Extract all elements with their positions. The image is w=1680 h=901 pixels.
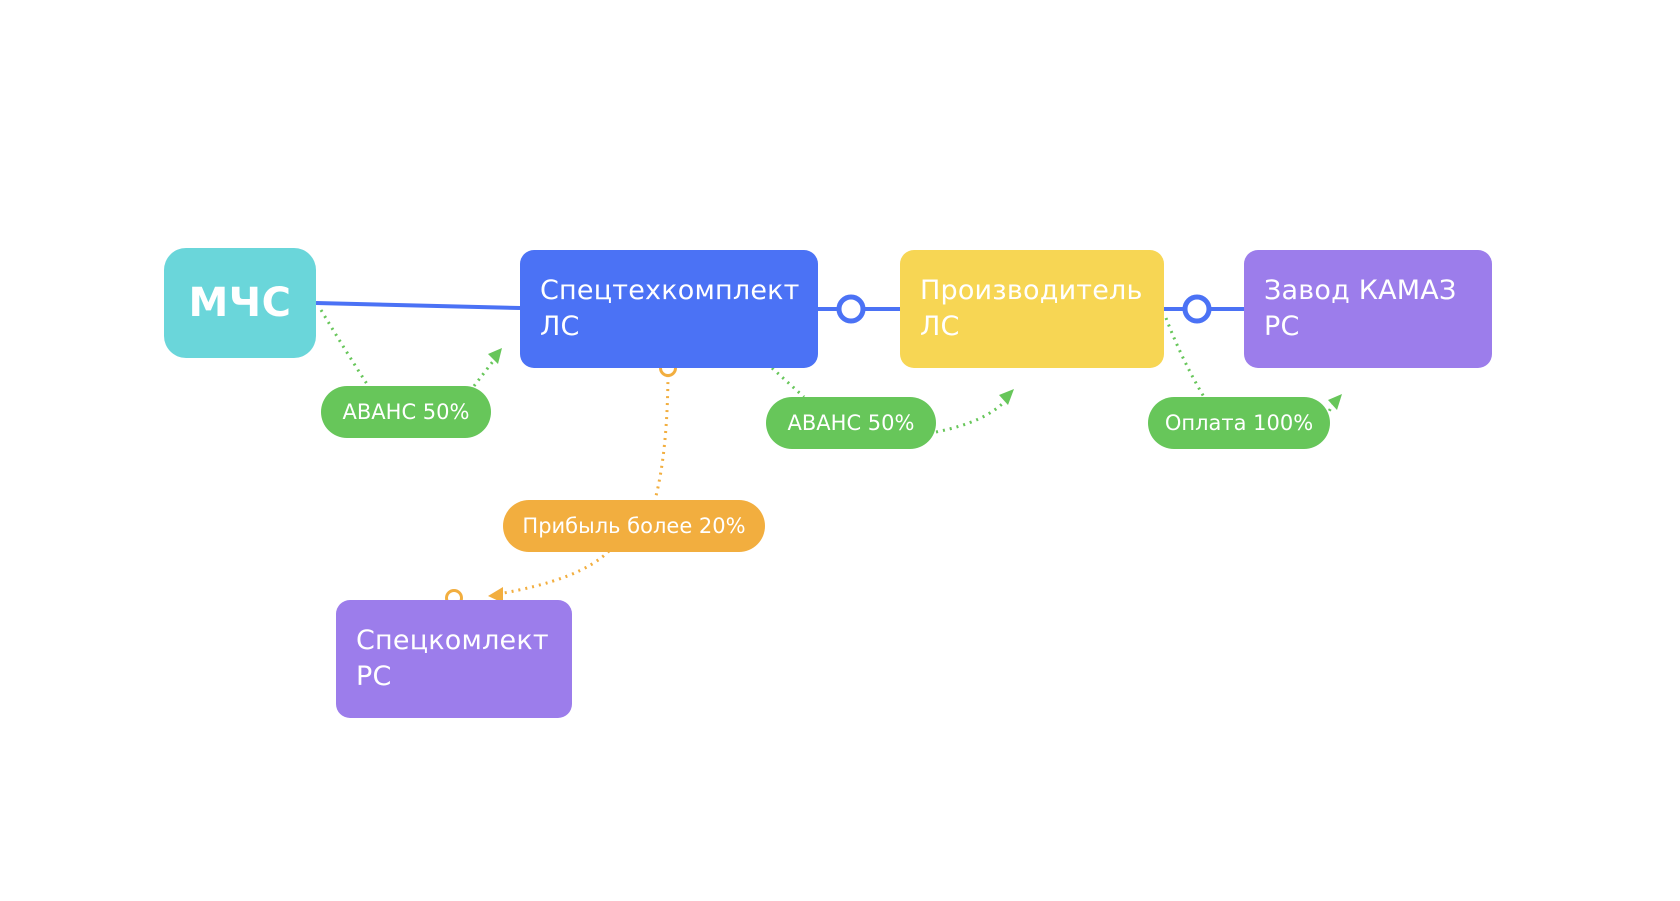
- label-avans-1[interactable]: АВАНС 50%: [321, 386, 491, 438]
- profit-arrow-1: [653, 367, 670, 501]
- connector-handle-1[interactable]: [836, 294, 866, 324]
- payment-arrow-2: [770, 366, 806, 399]
- label-avans-2[interactable]: АВАНС 50%: [766, 397, 936, 449]
- label-pribyl[interactable]: Прибыль более 20%: [503, 500, 765, 552]
- node-proizvoditel-label: Производитель ЛС: [920, 275, 1143, 342]
- arrowhead-1: [488, 348, 502, 364]
- payment-arrow-3: [1164, 317, 1206, 398]
- label-avans-2-text: АВАНС 50%: [787, 411, 915, 435]
- payment-arrow-2b: [935, 398, 1008, 434]
- connector-mchs-spectech: [315, 301, 521, 310]
- arrowhead-2: [999, 389, 1014, 405]
- node-spectechkomplekt[interactable]: Спецтехкомплект ЛС: [520, 250, 818, 368]
- node-proizvoditel[interactable]: Производитель ЛС: [900, 250, 1164, 368]
- payment-arrow-1b: [472, 359, 496, 387]
- profit-arrow-1b: [497, 549, 611, 596]
- node-mchs-label: МЧС: [188, 280, 292, 326]
- node-zavod-kamaz[interactable]: Завод КАМАЗ РС: [1244, 250, 1492, 368]
- connector-handle-2[interactable]: [1182, 294, 1212, 324]
- label-avans-1-text: АВАНС 50%: [342, 400, 470, 424]
- label-oplata-text: Оплата 100%: [1164, 411, 1314, 435]
- arrowhead-profit: [488, 587, 503, 603]
- label-oplata[interactable]: Оплата 100%: [1148, 397, 1330, 449]
- node-speckomplekt-label: Спецкомлект РС: [356, 625, 549, 692]
- label-pribyl-text: Прибыль более 20%: [522, 514, 746, 538]
- node-zavod-kamaz-label: Завод КАМАЗ РС: [1264, 275, 1457, 342]
- node-speckomplekt[interactable]: Спецкомлект РС: [336, 600, 572, 718]
- arrowhead-3: [1328, 394, 1342, 410]
- node-mchs[interactable]: МЧС: [164, 248, 316, 358]
- node-spectechkomplekt-label: Спецтехкомплект ЛС: [540, 275, 800, 342]
- payment-arrow-1: [319, 309, 369, 385]
